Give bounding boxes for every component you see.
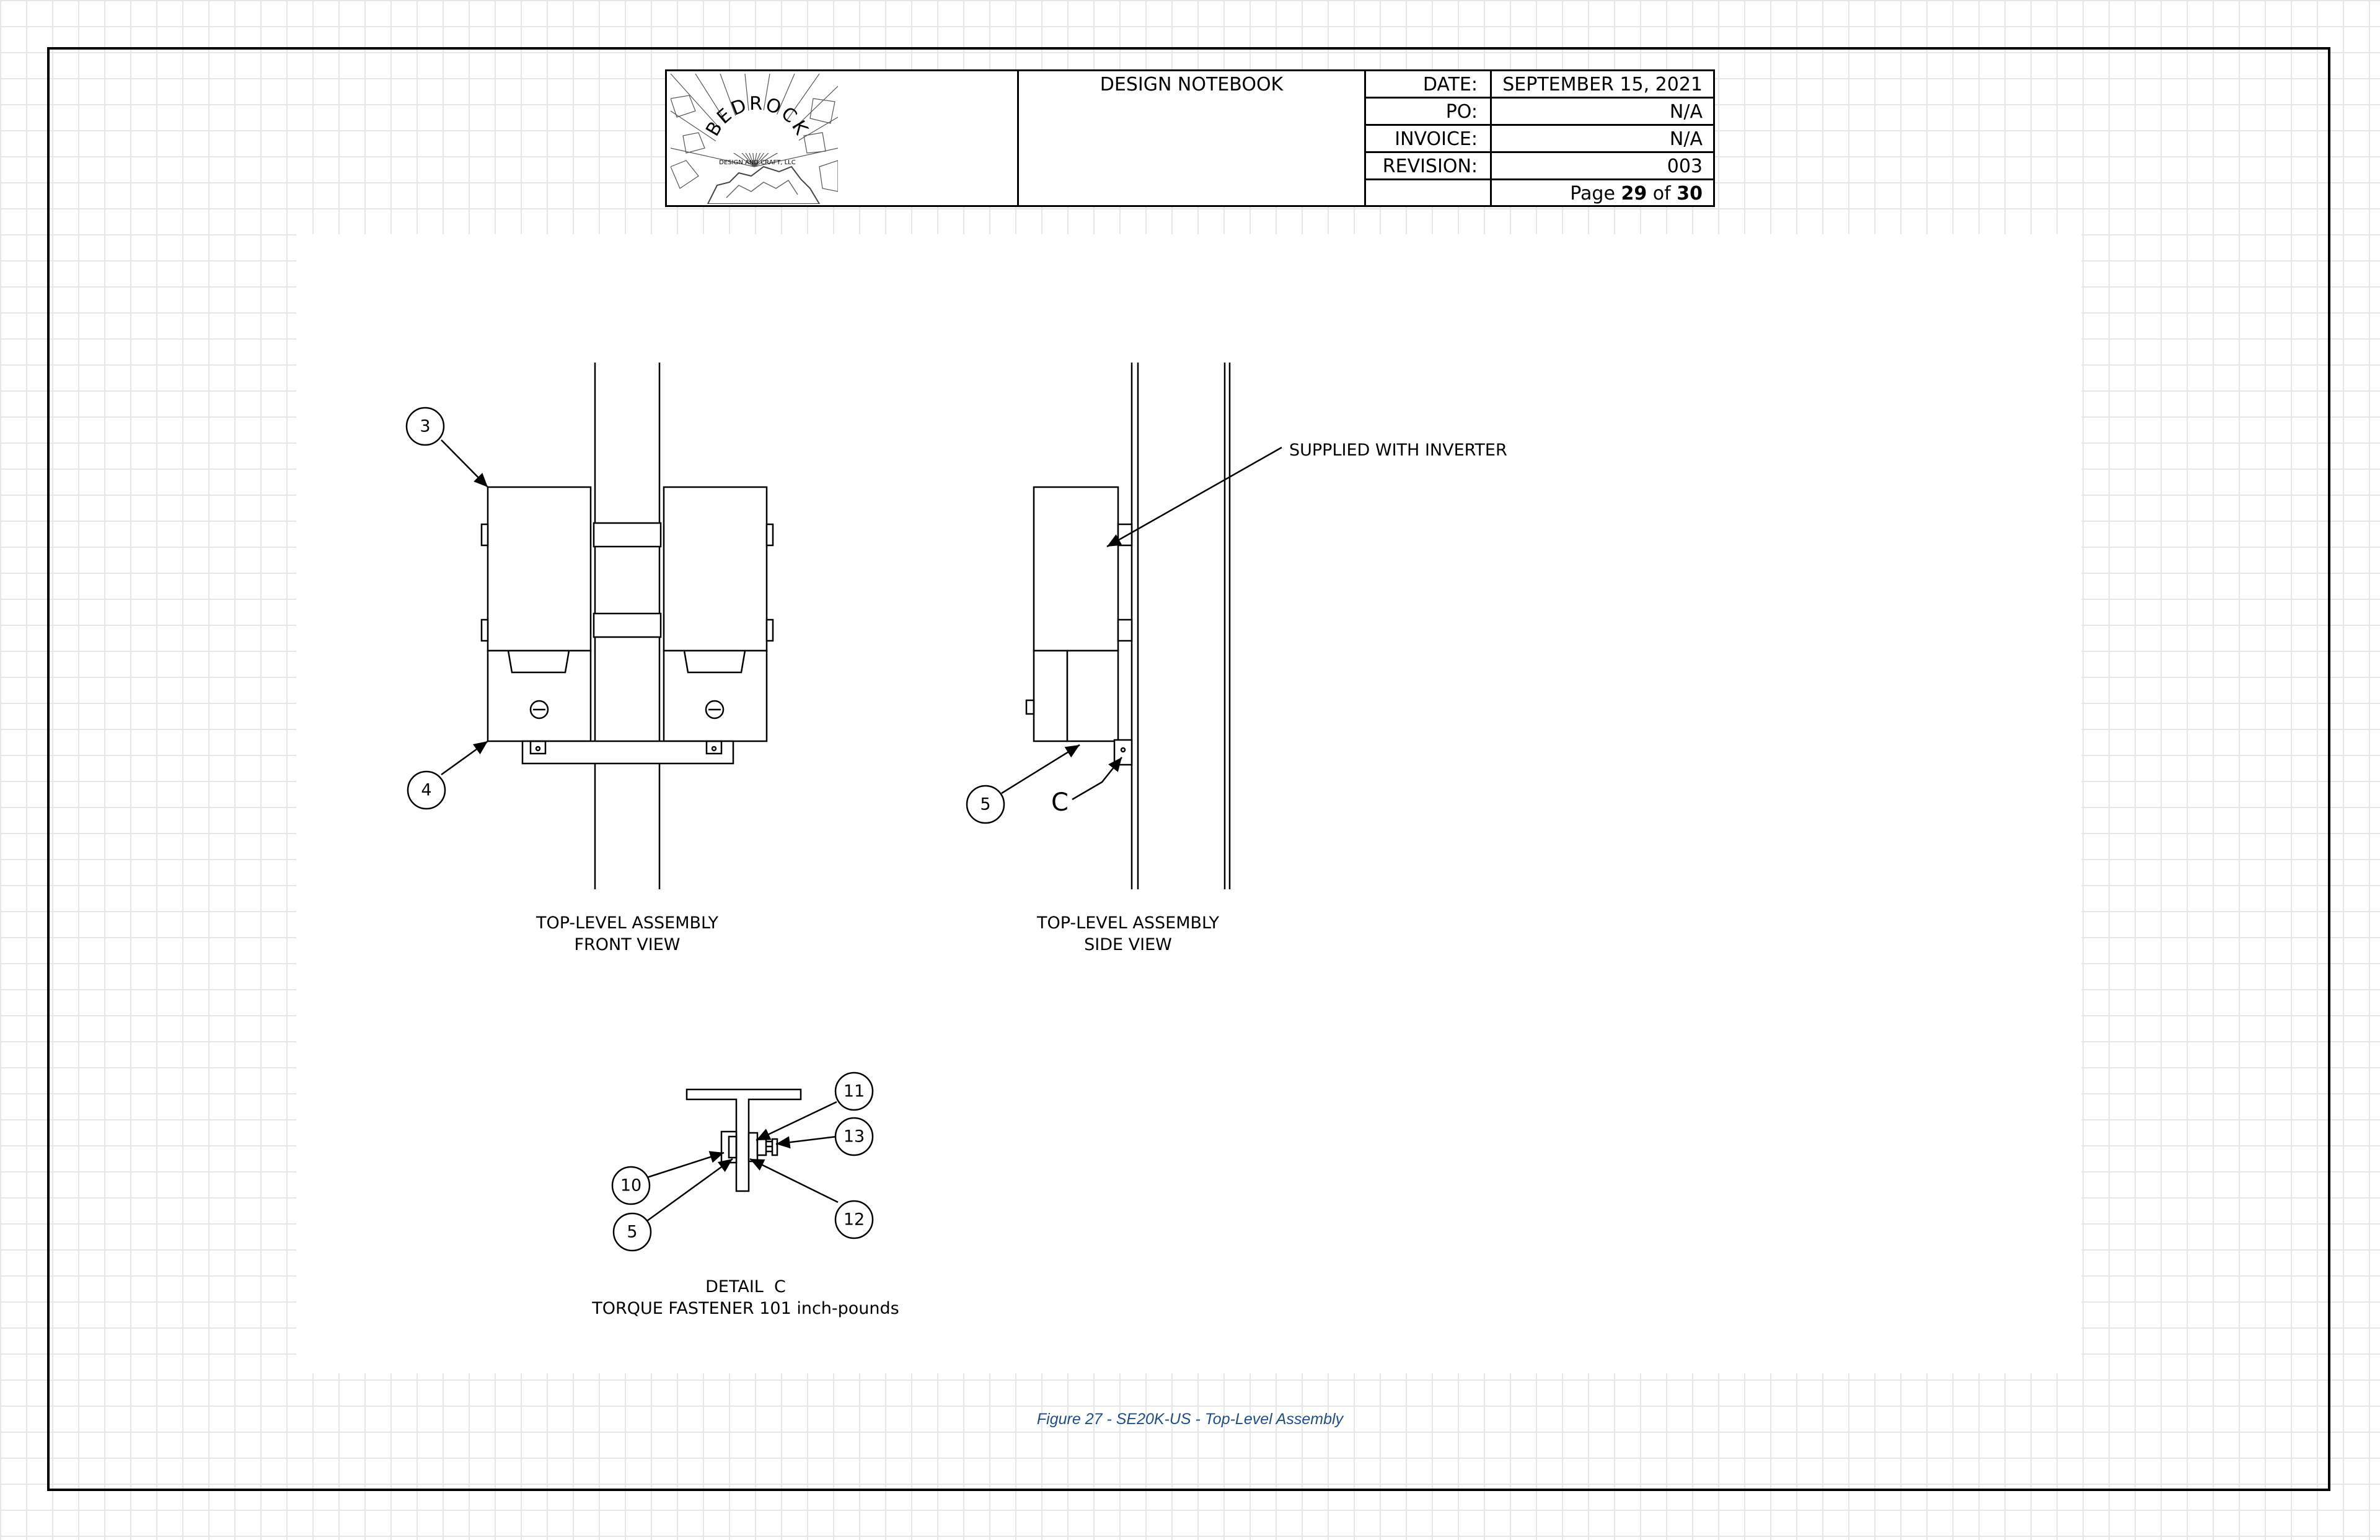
balloon-13-number: 13 (844, 1127, 865, 1146)
side-view-caption-line2: SIDE VIEW (1084, 935, 1172, 954)
date-value: SEPTEMBER 15, 2021 (1502, 74, 1703, 95)
page-indicator: Page 29 of 30 (1570, 183, 1703, 205)
balloon-3-number: 3 (420, 417, 430, 436)
balloon-10 (611, 1166, 651, 1205)
title-block: BEDROCK DESIGN AND CRAFT, LLC DESIGN NOT… (665, 69, 1715, 207)
front-view (480, 363, 774, 889)
po-label: PO: (1445, 101, 1478, 123)
drawing-border (47, 47, 2330, 1491)
front-view-caption-line2: FRONT VIEW (574, 935, 680, 954)
detail-c-caption-line1: DETAIL C (705, 1277, 786, 1296)
balloon-10-number: 10 (620, 1176, 641, 1195)
company-logo: BEDROCK DESIGN AND CRAFT, LLC (670, 73, 839, 205)
revision-label: REVISION: (1382, 156, 1478, 177)
balloon-12-number: 12 (844, 1210, 865, 1230)
balloon-4-number: 4 (421, 781, 431, 800)
side-view-caption-line1: TOP-LEVEL ASSEMBLY (1036, 913, 1220, 933)
balloon-4 (407, 770, 446, 810)
balloon-5-side (966, 785, 1005, 824)
balloon-5-side-number: 5 (980, 795, 990, 814)
revision-value: 003 (1667, 156, 1703, 177)
po-value: N/A (1669, 101, 1703, 123)
balloon-11 (834, 1071, 874, 1111)
supplied-with-inverter-note: SUPPLIED WITH INVERTER (1289, 441, 1507, 460)
detail-c-callout: C (1051, 788, 1069, 817)
notebook-title: DESIGN NOTEBOOK (1100, 74, 1284, 95)
balloon-13 (834, 1117, 874, 1156)
detail-c-view (685, 1088, 802, 1192)
date-label: DATE: (1422, 74, 1478, 95)
figure-caption: Figure 27 - SE20K-US - Top-Level Assembl… (1036, 1410, 1344, 1428)
invoice-label: INVOICE: (1395, 128, 1478, 150)
detail-c-caption-line2: TORQUE FASTENER 101 inch-pounds (591, 1299, 899, 1318)
balloon-3 (405, 407, 445, 446)
balloon-11-number: 11 (844, 1082, 865, 1101)
page-total: 30 (1677, 183, 1703, 205)
balloon-12 (834, 1200, 874, 1239)
balloon-5-detail-number: 5 (627, 1223, 637, 1242)
balloon-5-detail (612, 1212, 652, 1252)
drawing-sheet (296, 234, 2081, 1373)
page-current: 29 (1621, 183, 1647, 205)
side-view (1025, 363, 1231, 889)
front-view-caption-line1: TOP-LEVEL ASSEMBLY (536, 913, 719, 933)
logo-subtitle: DESIGN AND CRAFT, LLC (719, 159, 795, 166)
invoice-value: N/A (1669, 128, 1703, 150)
